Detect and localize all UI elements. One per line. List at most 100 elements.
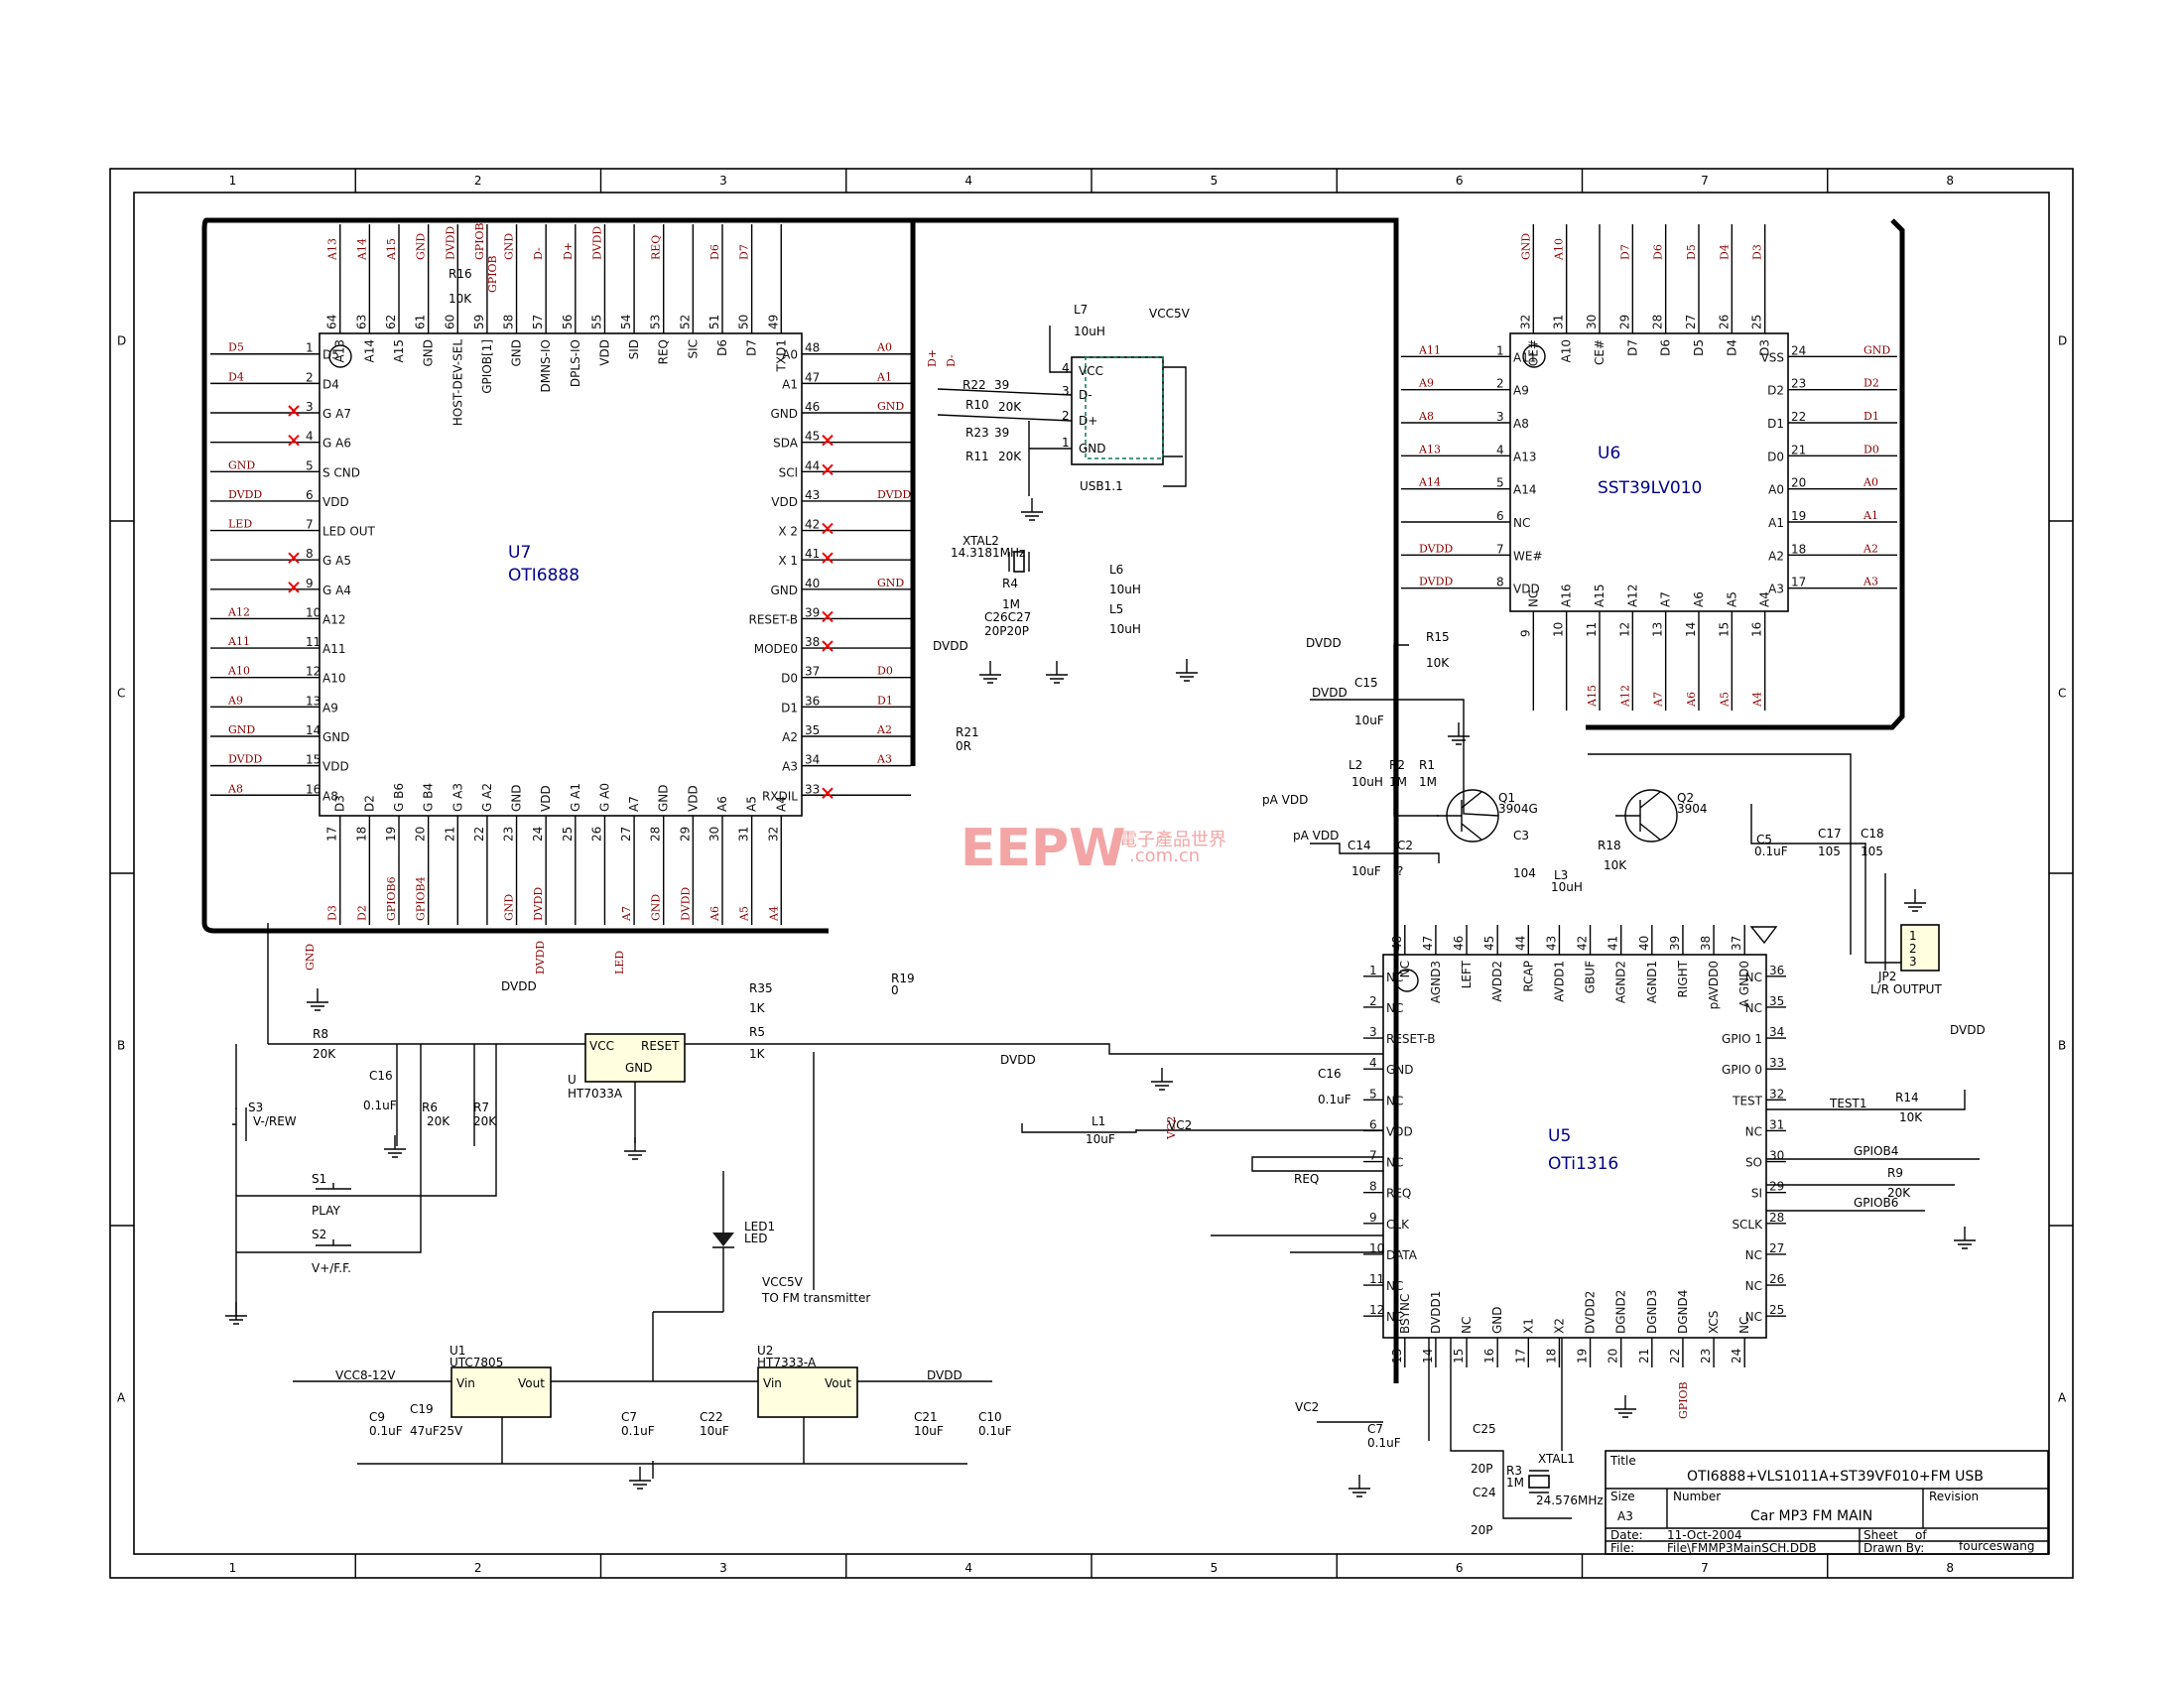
u7-pin-46-name: GND xyxy=(770,407,798,421)
u6-net-28: D6 xyxy=(1652,244,1665,260)
crystal-xtal2 xyxy=(1008,551,1030,573)
u7-net-56: D+ xyxy=(562,242,575,260)
u5-pin-20-name: DGND2 xyxy=(1614,1290,1628,1334)
u7-pin-23-name: GND xyxy=(510,784,524,812)
usb-num-4: 4 xyxy=(1062,361,1070,375)
u6-pin-17-num: 17 xyxy=(1791,576,1806,589)
u7-nc-44 xyxy=(822,463,834,475)
file-label: File: xyxy=(1610,1541,1634,1555)
label-c7a-88: C7 xyxy=(621,1410,637,1424)
u5-pin-27-num: 27 xyxy=(1769,1241,1784,1255)
u7-net-18: D2 xyxy=(355,905,368,921)
u6-pin-32-num: 32 xyxy=(1518,315,1532,329)
ground-icon xyxy=(624,1137,646,1160)
u7-pin-6-num: 6 xyxy=(306,488,314,502)
label-r16-24: R16 xyxy=(449,267,472,281)
vlabel-dvdd_l-1: DVDD xyxy=(534,941,547,974)
u5-pin-14-name: DVDD1 xyxy=(1429,1291,1443,1334)
u5-pin-25-num: 25 xyxy=(1769,1303,1784,1317)
u5-pin-44-num: 44 xyxy=(1513,936,1527,951)
u5-pin-13-num: 13 xyxy=(1390,1349,1404,1363)
u6-pin-25-num: 25 xyxy=(1750,315,1764,329)
u7-pin-26-name: G A0 xyxy=(597,783,611,812)
label-vc2b-110: VC2 xyxy=(1295,1400,1319,1414)
u5-pin-10-name: DATA xyxy=(1386,1248,1418,1262)
u6-net-29: D7 xyxy=(1618,244,1631,260)
label-r10v-6: 20K xyxy=(998,400,1022,414)
u6-pin-1-num: 1 xyxy=(1496,343,1504,357)
zone-row-right-D: D xyxy=(2058,334,2067,348)
u7-pin-57-num: 57 xyxy=(531,315,545,329)
u5-pin-18-num: 18 xyxy=(1544,1349,1558,1363)
u7-pin-12-name: A10 xyxy=(322,672,345,686)
u7-pin-27-num: 27 xyxy=(619,827,633,842)
label-c10v-96: 0.1uF xyxy=(978,1424,1012,1438)
u5-pin-13-name: BSYNC xyxy=(1398,1294,1412,1334)
u5-pin-1-name: NC xyxy=(1386,971,1403,984)
u5-pin-48-num: 48 xyxy=(1390,936,1404,951)
u5-pin-36-num: 36 xyxy=(1769,964,1784,977)
u7-net-37: D0 xyxy=(877,665,893,678)
label-c5-50: C5 xyxy=(1756,833,1772,846)
u6-pin-4-num: 4 xyxy=(1496,443,1504,456)
u6-net-14: A6 xyxy=(1685,692,1698,708)
label-l2v-31: 10uH xyxy=(1351,775,1383,789)
label-c16av-68: 0.1uF xyxy=(363,1099,397,1112)
u6-pin-8-num: 8 xyxy=(1496,576,1504,589)
label-c9v-85: 0.1uF xyxy=(369,1424,403,1438)
zone-col-top-6: 6 xyxy=(1456,174,1464,188)
u7-net-58: GND xyxy=(503,233,516,260)
u7-pin-33-name: RXDIL xyxy=(762,789,798,803)
label-r18-48: R18 xyxy=(1598,839,1621,852)
u6-pin-14-num: 14 xyxy=(1684,622,1698,637)
u6-pin-19-num: 19 xyxy=(1791,509,1806,523)
u7-net-59: GPIOB xyxy=(473,222,486,260)
u7-pin-61-num: 61 xyxy=(414,315,428,329)
analog-ground-icon xyxy=(1749,926,1778,945)
u7-pin-24-num: 24 xyxy=(531,827,545,842)
switch-s2 xyxy=(316,1239,351,1253)
u7-pin-48-name: A0 xyxy=(782,348,798,362)
label-r8-65: R8 xyxy=(313,1027,328,1041)
u7-pin-29-num: 29 xyxy=(678,827,692,842)
label-q1-36: Q1 xyxy=(1498,791,1515,805)
u7-pin-6-name: VDD xyxy=(322,495,349,509)
u6-pin-28-num: 28 xyxy=(1651,315,1665,329)
u7-pin-48-num: 48 xyxy=(805,341,820,355)
u7-net-43: DVDD xyxy=(877,488,911,501)
label-c5v-51: 0.1uF xyxy=(1754,844,1788,858)
u6-net-1: A11 xyxy=(1418,343,1441,356)
u5-pin-34-num: 34 xyxy=(1769,1025,1784,1039)
label-l3v-47: 10uH xyxy=(1551,880,1583,894)
u6-pin-12-name: A12 xyxy=(1625,584,1639,607)
u7-net-17: D3 xyxy=(326,905,339,921)
u5-pin-4-name: GND xyxy=(1386,1063,1414,1077)
u6-body xyxy=(1509,332,1789,612)
regulator-u2: Vin Vout U2 HT7333-A xyxy=(757,1344,858,1418)
u2-ref: U2 xyxy=(757,1344,773,1358)
u7-net-62: A15 xyxy=(385,238,398,261)
u6-pin-15-name: A5 xyxy=(1725,591,1738,607)
u5-pin-24-name: NC xyxy=(1737,1317,1751,1334)
data-address-bus xyxy=(201,217,1905,1383)
u5-pin-43-name: AVDD1 xyxy=(1552,961,1566,1002)
u7-pin-51-num: 51 xyxy=(707,315,721,329)
u5-pin-24-num: 24 xyxy=(1730,1349,1743,1363)
ground-icon xyxy=(1151,1068,1173,1091)
u5-pin-16-name: GND xyxy=(1490,1306,1504,1334)
label-s3v-74: V-/REW xyxy=(253,1114,297,1128)
u7-pin-18-num: 18 xyxy=(354,827,368,842)
u7-pin-45-name: SDA xyxy=(773,437,799,451)
u7-pin-40-name: GND xyxy=(770,584,798,597)
u5-pin-41-name: AGND2 xyxy=(1614,961,1628,1003)
u6-pin-20-name: A0 xyxy=(1768,483,1784,497)
u6-net-16: A4 xyxy=(1751,692,1764,708)
u7-pin-41-name: X 1 xyxy=(778,554,798,568)
label-r21v-22: 0R xyxy=(956,739,971,753)
zone-col-bottom-4: 4 xyxy=(964,1561,972,1575)
u7-net-11: A11 xyxy=(227,635,250,648)
label-r35-60: R35 xyxy=(749,981,773,995)
u7-pin-54-name: SID xyxy=(627,339,641,359)
u6-pin-29-num: 29 xyxy=(1617,315,1631,329)
u5-pin-8-num: 8 xyxy=(1369,1180,1377,1194)
